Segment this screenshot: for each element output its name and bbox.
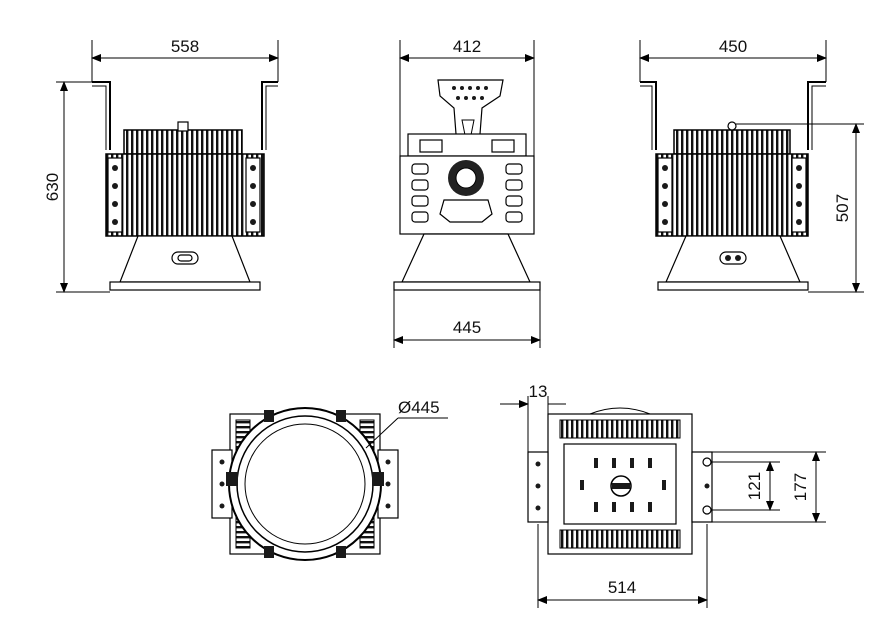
dim-label-front-width: 558 — [171, 37, 199, 56]
back-view: 450 507 — [639, 37, 864, 293]
dim-label-side-top-width: 412 — [453, 37, 481, 56]
dim-label-back-width: 450 — [719, 37, 747, 56]
dim-label-side-base-width: 445 — [453, 318, 481, 337]
dim-label-bottom-width: 514 — [608, 578, 636, 597]
dim-label-back-height: 507 — [833, 194, 852, 222]
side-view: 412 445 — [393, 37, 541, 348]
dim-label-lens-diameter: Ø445 — [398, 398, 440, 417]
lens-view: Ø445 — [211, 398, 448, 561]
dim-label-bracket-offset: 13 — [529, 382, 548, 401]
dim-label-height-total: 630 — [43, 173, 62, 201]
dim-label-slot-inner: 121 — [745, 472, 764, 500]
bracket-view: 13 514 121 177 — [500, 382, 826, 608]
dim-label-slot-outer: 177 — [791, 473, 810, 501]
front-view: 558 630 — [43, 37, 279, 293]
